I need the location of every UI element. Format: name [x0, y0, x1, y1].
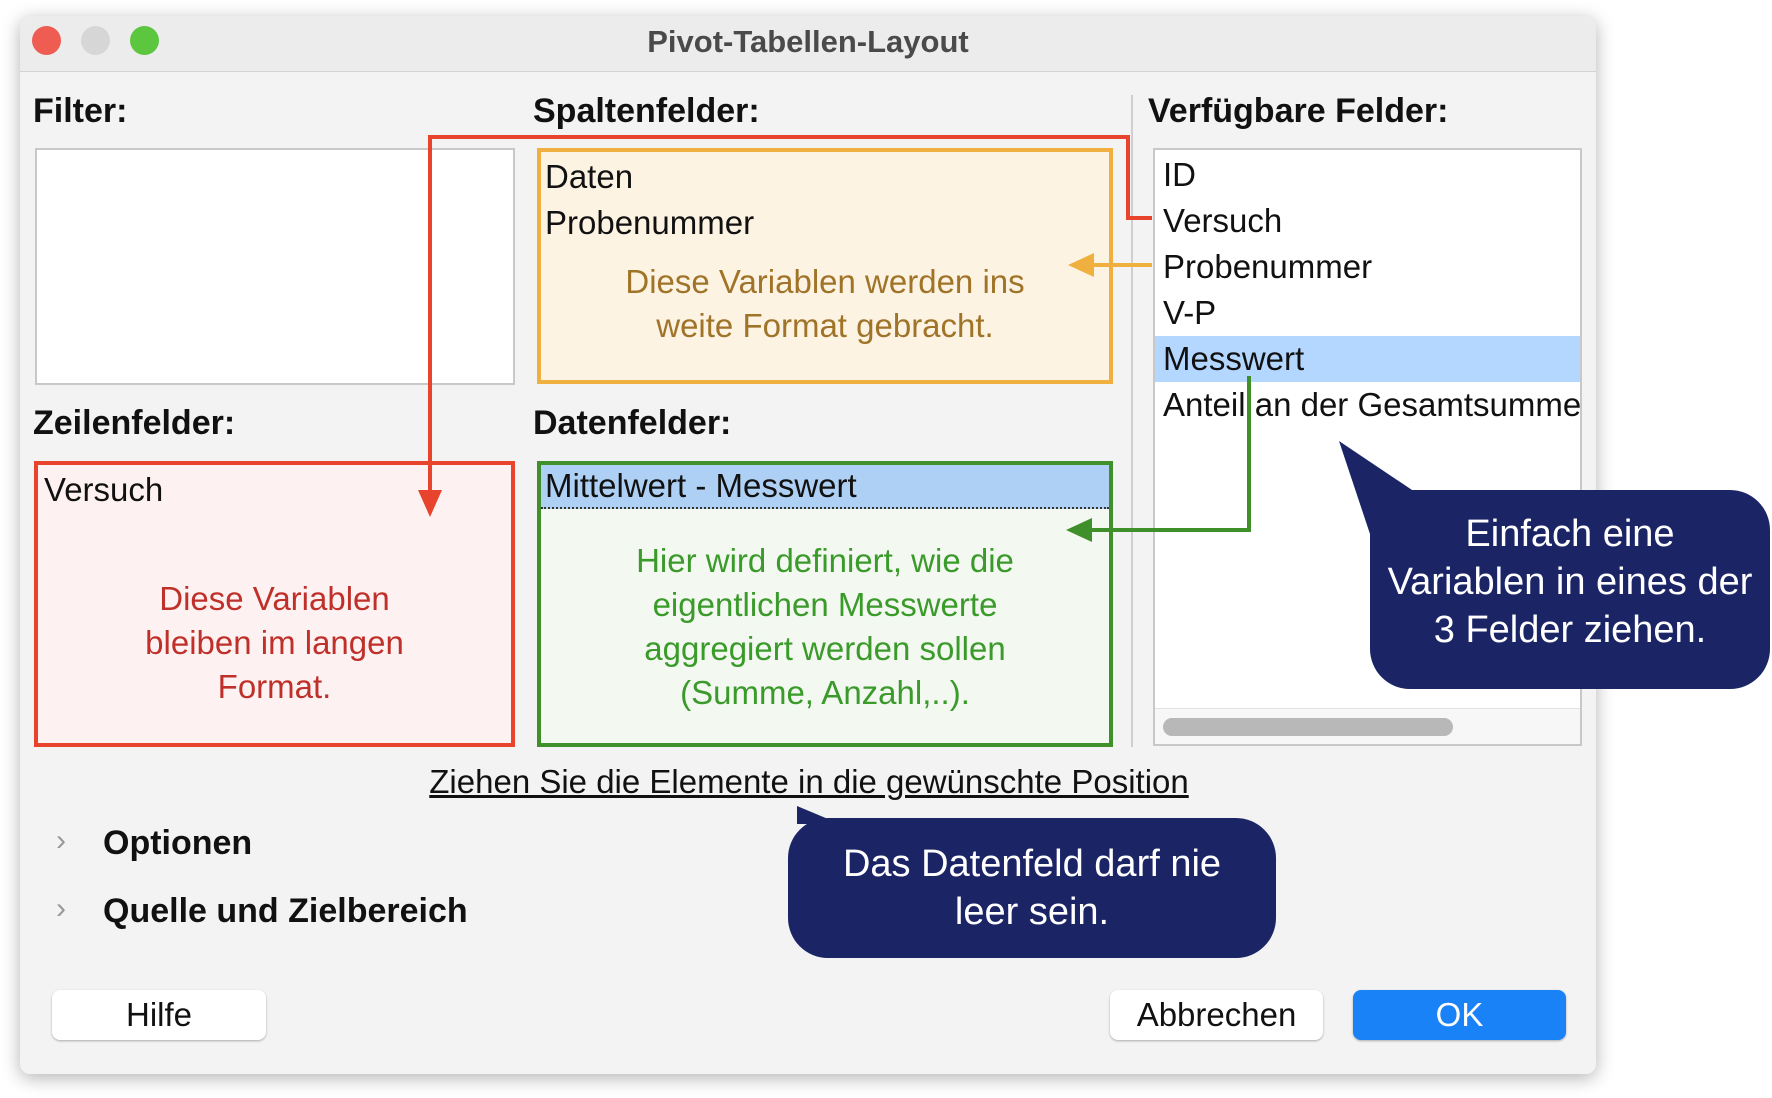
help-button[interactable]: Hilfe — [52, 990, 266, 1040]
filter-box[interactable] — [35, 148, 515, 385]
annotation-line: bleiben im langen — [145, 624, 404, 661]
data-fields-label: Datenfelder: — [533, 404, 732, 442]
available-fields-label: Verfügbare Felder: — [1148, 92, 1449, 130]
filter-label: Filter: — [33, 92, 128, 130]
row-fields-box[interactable]: Versuch Diese Variablen bleiben im lange… — [34, 461, 515, 747]
annotation-line: aggregiert werden sollen — [644, 630, 1006, 667]
scrollbar-thumb[interactable] — [1163, 718, 1453, 736]
available-field-item[interactable]: Probenummer — [1163, 248, 1373, 285]
red-arrow — [418, 135, 1152, 517]
available-field-item[interactable]: V-P — [1163, 294, 1217, 331]
title-bar: Pivot-Tabellen-Layout — [20, 16, 1596, 72]
annotation-line: Hier wird definiert, wie die — [636, 542, 1014, 579]
drag-callout: Einfach eine Variablen in eines der 3 Fe… — [1370, 490, 1770, 689]
data-field-item-label: Mittelwert - Messwert — [545, 467, 857, 504]
chevron-right-icon[interactable]: › — [56, 824, 66, 857]
close-window-button[interactable] — [32, 26, 61, 55]
data-fields-annotation: Hier wird definiert, wie die eigentliche… — [541, 539, 1109, 715]
callout-line: Variablen in eines der — [1387, 561, 1753, 603]
annotation-line: Diese Variablen — [159, 580, 390, 617]
green-arrow — [1066, 376, 1251, 542]
row-field-item[interactable]: Versuch — [44, 471, 164, 508]
section-source-target[interactable]: Quelle und Zielbereich — [103, 892, 468, 930]
orange-arrow — [1068, 253, 1152, 277]
section-options[interactable]: Optionen — [103, 824, 253, 862]
annotation-line: (Summe, Anzahl,..). — [680, 674, 970, 711]
annotation-line: Format. — [217, 668, 332, 705]
ok-button[interactable]: OK — [1353, 990, 1566, 1040]
minimize-window-button[interactable] — [81, 26, 110, 55]
drag-hint-link[interactable]: Ziehen Sie die Elemente in die gewünscht… — [429, 763, 1189, 800]
available-field-item-label: Messwert — [1163, 340, 1305, 377]
data-field-callout: Das Datenfeld darf nie leer sein. — [788, 818, 1276, 958]
row-fields-annotation: Diese Variablen bleiben im langen Format… — [38, 577, 511, 709]
vertical-divider — [1131, 95, 1133, 747]
horizontal-scrollbar[interactable] — [1155, 708, 1580, 744]
available-field-item[interactable]: Versuch — [1163, 202, 1283, 239]
available-field-item[interactable]: Anteil an der Gesamtsumme — [1163, 386, 1582, 423]
callout-line: Einfach eine — [1465, 513, 1675, 555]
column-fields-box[interactable]: Daten Probenummer Diese Variablen werden… — [537, 148, 1113, 384]
callout-line: leer sein. — [954, 891, 1110, 933]
column-fields-annotation: Diese Variablen werden ins weite Format … — [541, 260, 1109, 348]
data-fields-box[interactable]: Mittelwert - Messwert Hier wird definier… — [537, 461, 1113, 747]
data-field-item-selected[interactable]: Mittelwert - Messwert — [541, 465, 1109, 509]
annotation-line: Diese Variablen werden ins — [625, 263, 1025, 300]
column-fields-label: Spaltenfelder: — [533, 92, 760, 130]
column-field-item[interactable]: Probenummer — [545, 204, 755, 241]
callout-line: 3 Felder ziehen. — [1433, 609, 1707, 651]
row-fields-label: Zeilenfelder: — [33, 404, 236, 442]
column-field-item[interactable]: Daten — [545, 158, 634, 195]
chevron-right-icon[interactable]: › — [56, 892, 66, 925]
available-field-item-selected[interactable]: Messwert — [1155, 336, 1580, 382]
annotation-line: eigentlichen Messwerte — [652, 586, 998, 623]
callout-pointer — [1339, 441, 1415, 540]
window-title: Pivot-Tabellen-Layout — [647, 24, 969, 59]
cancel-button[interactable]: Abbrechen — [1110, 990, 1323, 1040]
available-field-item[interactable]: ID — [1163, 156, 1196, 193]
callout-line: Das Datenfeld darf nie — [842, 843, 1222, 885]
annotation-line: weite Format gebracht. — [656, 307, 994, 344]
zoom-window-button[interactable] — [130, 26, 159, 55]
